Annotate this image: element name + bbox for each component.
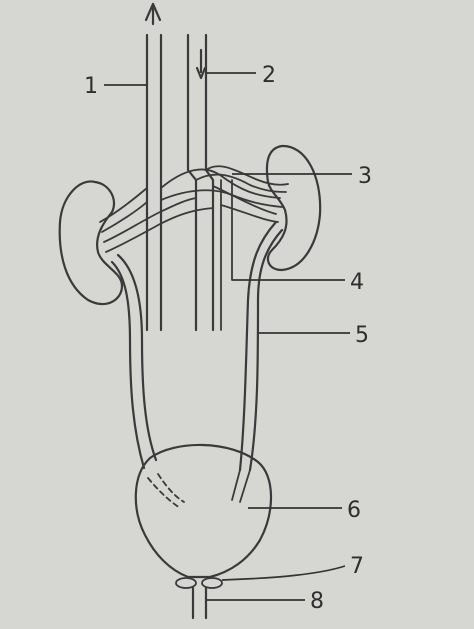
left-ureter — [110, 253, 158, 470]
bladder — [134, 443, 273, 579]
label-6: 6 — [347, 498, 361, 523]
label-2: 2 — [262, 63, 276, 88]
right-kidney — [265, 144, 322, 272]
label-4: 4 — [350, 270, 364, 295]
inferior-vessels — [220, 179, 233, 331]
ureter-openings — [147, 469, 251, 509]
left-renal-vessels — [99, 187, 214, 253]
label-5: 5 — [355, 323, 369, 348]
left-kidney — [58, 180, 124, 306]
right-ureter — [238, 220, 284, 472]
right-renal-vessels — [160, 165, 289, 223]
leader-line-7 — [221, 565, 346, 581]
label-1: 1 — [84, 74, 98, 99]
label-3: 3 — [358, 164, 372, 189]
sphincter — [175, 577, 223, 589]
label-8: 8 — [310, 589, 324, 614]
label-7: 7 — [350, 554, 364, 579]
artery — [144, 2, 163, 332]
vein — [186, 33, 215, 332]
urethra — [191, 586, 208, 620]
